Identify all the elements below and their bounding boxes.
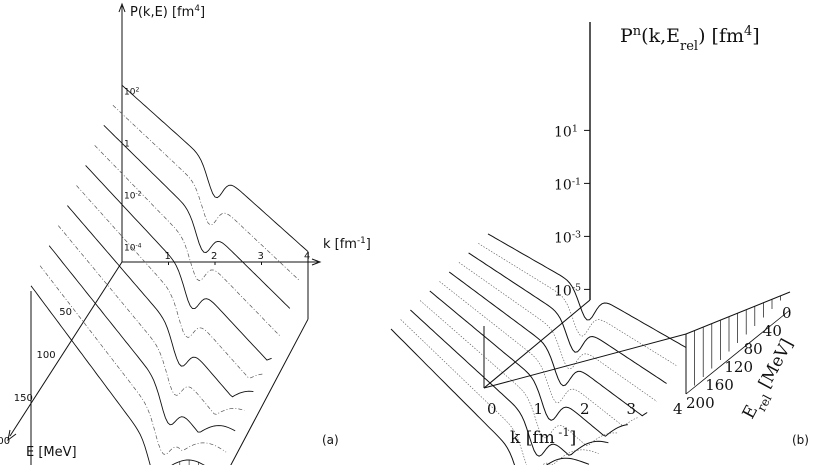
z-tick-label-a: 102 (124, 86, 139, 98)
k-axis-label-b: k [fm -1] (510, 425, 576, 448)
surface-slice-b (410, 309, 609, 457)
k-tick-label-a: 4 (304, 251, 310, 262)
z-tick-label-a: 10-4 (124, 242, 142, 254)
surface-slice-b (478, 243, 677, 366)
e-tick-label-b: 0 (782, 304, 792, 322)
z-axis-arrow-a (118, 2, 126, 13)
z-tick-label-b: 10-1 (554, 176, 581, 194)
surface-slice-a (76, 185, 263, 379)
e-tick-label-b: 160 (705, 376, 734, 394)
e-tick-label-a: 150 (14, 393, 33, 404)
surface-slice-b (487, 233, 687, 348)
panel-label-a: (a) (322, 433, 339, 447)
z-tick-label-b: 10-5 (554, 282, 581, 300)
surface-slice-a (94, 145, 281, 337)
surface-slice-b (429, 290, 628, 437)
surface-slice-a (67, 205, 254, 398)
title-a: P(k,E) [fm4] (130, 4, 205, 20)
k-tick-label-b: 1 (534, 400, 544, 418)
e-tick-label-a: 100 (37, 350, 56, 361)
e-tick-label-a: 50 (59, 307, 72, 318)
z-tick-label-a: 10-2 (124, 190, 142, 202)
e-tick-label-b: 120 (724, 358, 753, 376)
surface-slice-b (400, 319, 599, 469)
e-tick-label-a: 200 (0, 436, 10, 447)
surface-slice-a (39, 265, 227, 455)
k-tick-label-a: 3 (258, 251, 264, 262)
e-axis-arrow-a (7, 429, 17, 442)
surface-slice-b (468, 252, 667, 384)
surface-slice-a (85, 165, 272, 361)
surface-slice-b (419, 300, 619, 446)
surface-slice-a (30, 285, 212, 469)
title-b: Pn(k,Erel) [fm4] (620, 24, 760, 54)
e-tick-label-b: 80 (744, 340, 763, 358)
k-axis-label-a: k [fm-1] (323, 236, 371, 252)
z-tick-label-b: 101 (554, 123, 578, 141)
floor-right-base-b (685, 309, 791, 395)
surface-slice-a (103, 124, 291, 309)
e-tick-label-b: 200 (686, 394, 715, 412)
diag-axis-b (483, 299, 591, 389)
z-tick-label-b: 10-3 (554, 229, 581, 247)
panel-label-b: (b) (792, 433, 809, 447)
floor-edge-a (228, 318, 309, 469)
surface-slice-b (390, 328, 590, 469)
k-axis-arrow-a (311, 258, 322, 266)
k-axis-b (483, 333, 687, 389)
k-tick-label-a: 1 (165, 251, 171, 262)
surface-slice-b (448, 271, 648, 417)
surface-slice-a (121, 84, 309, 252)
k-tick-label-a: 2 (211, 251, 217, 262)
k-tick-label-b: 3 (627, 400, 637, 418)
surface-slice-a (112, 105, 300, 281)
k-tick-label-b: 4 (673, 400, 683, 418)
surface-slice-b (439, 281, 638, 427)
surface-slice-b (458, 262, 658, 402)
k-tick-label-b: 2 (580, 400, 590, 418)
surface-slice-a (58, 225, 245, 415)
hidden-edge-b (484, 388, 686, 394)
k-tick-label-b: 0 (487, 400, 497, 418)
e-tick-label-b: 40 (763, 322, 782, 340)
e-axis-a (9, 261, 123, 437)
z-tick-label-a: 1 (124, 139, 130, 149)
surface-slice-a (48, 245, 236, 433)
panel-a: 1 2 3 4 50 100 150 200 102 1 10-2 10-4 P(k,E) [fm4] k… (0, 2, 371, 469)
e-axis-label-a: E [MeV] (26, 445, 77, 460)
